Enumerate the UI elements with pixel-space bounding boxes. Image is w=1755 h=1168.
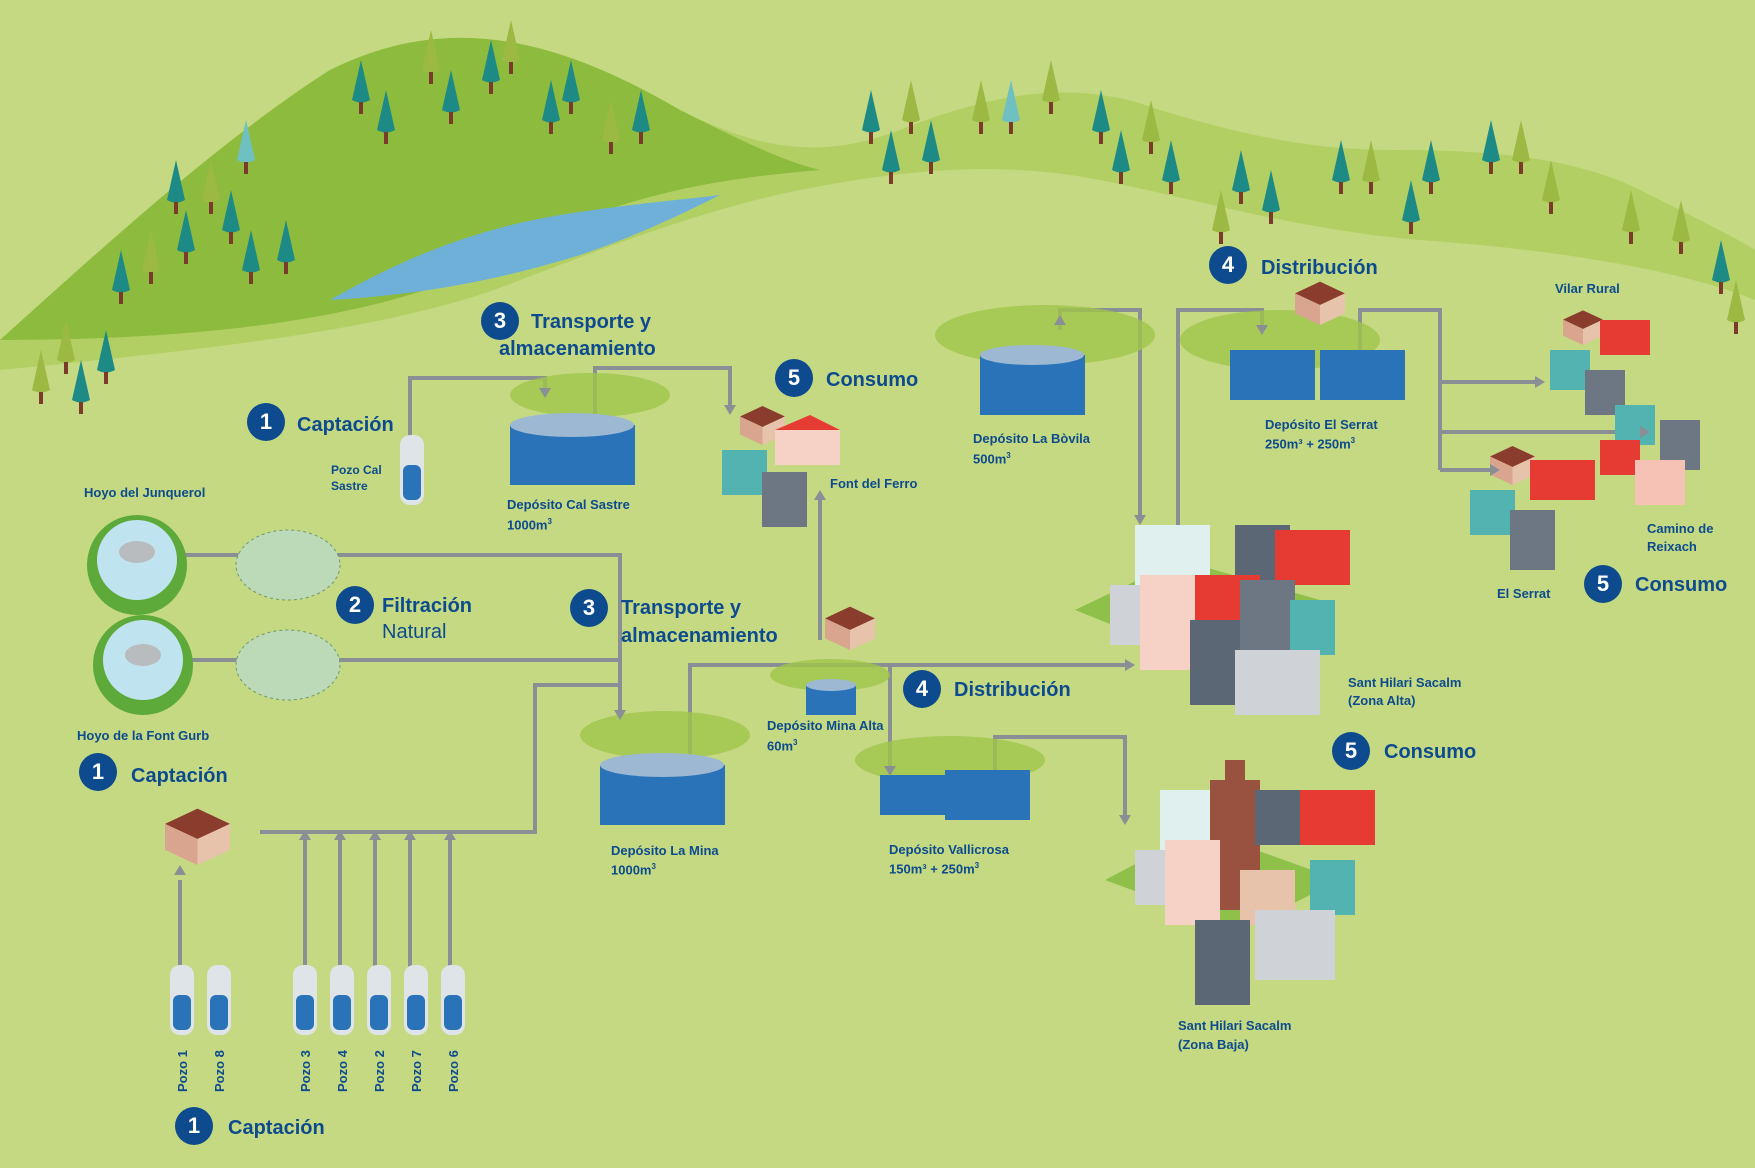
label-pozo-cal-sastre-2: Sastre [331,479,368,493]
deposit-la-bovila-capacity: 500m3 [973,451,1011,467]
well-label-pozo-7: Pozo 7 [409,1050,424,1092]
deposit-cal-sastre-name: Depósito Cal Sastre [507,497,630,512]
label-hoyo-font-gurb: Hoyo de la Font Gurb [77,728,210,743]
step-2-badge: 2 [336,586,374,624]
well-label-pozo-8: Pozo 8 [212,1050,227,1092]
step-1-badge-top: 1 [247,403,285,441]
step-3-badge-top: 3 [481,302,519,340]
step-transporte-top-line2: almacenamiento [499,338,656,360]
label-zona-baja-1: Sant Hilari Sacalm [1178,1018,1292,1033]
deposit-la-mina-name: Depósito La Mina [611,843,719,858]
step-transporte-mid-line2: almacenamiento [621,625,778,647]
step-4-badge-right: 4 [1209,246,1247,284]
deposit-el-serrat-capacity: 250m³ + 250m3 [1265,436,1356,452]
label-hoyo-junquerol: Hoyo del Junquerol [84,485,206,500]
step-captacion-mid: Captación [131,765,228,787]
deposit-la-bovila-tank [935,305,1155,415]
deposit-la-mina-tank [580,711,750,825]
arrowheads [174,315,1650,875]
well-label-pozo-1: Pozo 1 [175,1050,190,1092]
deposit-el-serrat-name: Depósito El Serrat [1265,417,1378,432]
label-zona-alta-2: (Zona Alta) [1348,693,1416,708]
well-label-pozo-2: Pozo 2 [372,1050,387,1092]
label-zona-alta-1: Sant Hilari Sacalm [1348,675,1462,690]
step-consumo-top: Consumo [826,369,919,391]
step-transporte-mid-line1: Transporte y [621,597,742,619]
well-label-pozo-6: Pozo 6 [446,1050,461,1092]
pond-font-gurb [93,615,193,715]
step-5-badge-top: 5 [775,359,813,397]
deposit-la-mina-capacity: 1000m3 [611,862,656,878]
label-zona-baja-2: (Zona Baja) [1178,1037,1249,1052]
village-font-del-ferro [722,406,840,527]
deposit-el-serrat-tank [1180,310,1405,400]
step-consumo-mid: Consumo [1384,741,1477,763]
label-font-del-ferro: Font del Ferro [830,476,918,491]
village-el-serrat [1470,446,1595,570]
step-3-badge-mid: 3 [570,589,608,627]
deposit-mina-alta-capacity: 60m3 [767,738,798,754]
well-pozo-cal-sastre [400,435,424,505]
step-5-badge-right: 5 [1584,565,1622,603]
step-1-badge-mid: 1 [79,753,117,791]
pond-junquerol [87,515,187,615]
deposit-mina-alta-name: Depósito Mina Alta [767,718,884,733]
background-hills [0,37,1755,1168]
step-filtracion-subtitle: Natural [382,621,447,643]
deposit-la-bovila-name: Depósito La Bòvila [973,431,1091,446]
deposit-mina-alta-tank [770,659,890,715]
deposit-cal-sastre-tank [510,373,670,485]
step-distribucion-right: Distribución [1261,257,1378,279]
step-4-badge-mid: 4 [903,670,941,708]
step-consumo-right: Consumo [1635,574,1728,596]
deposit-vallicrosa-capacity: 150m³ + 250m3 [889,861,980,877]
label-camino-2: Reixach [1647,539,1697,554]
label-pozo-cal-sastre-1: Pozo Cal [331,463,382,477]
label-camino-1: Camino de [1647,521,1714,536]
step-filtracion-title: Filtración [382,595,473,617]
step-1-badge-bottom: 1 [175,1107,213,1145]
label-el-serrat: El Serrat [1497,586,1551,601]
town-zona-baja [1105,760,1375,1005]
town-zona-alta [1075,525,1350,715]
step-captacion-bottom: Captación [228,1117,325,1139]
village-camino-reixach [1600,405,1700,505]
label-vilar-rural: Vilar Rural [1555,281,1620,296]
wells-group [170,965,465,1035]
deposit-vallicrosa-tank [855,736,1045,820]
deposit-vallicrosa-name: Depósito Vallicrosa [889,842,1009,857]
step-distribucion-mid: Distribución [954,679,1071,701]
step-5-badge-mid: 5 [1332,732,1370,770]
deposit-cal-sastre-capacity: 1000m3 [507,517,552,533]
filtration-gravel [235,529,341,701]
step-captacion-top: Captación [297,414,394,436]
well-label-pozo-4: Pozo 4 [335,1050,350,1092]
step-transporte-top-line1: Transporte y [531,311,652,333]
well-label-pozo-3: Pozo 3 [298,1050,313,1092]
